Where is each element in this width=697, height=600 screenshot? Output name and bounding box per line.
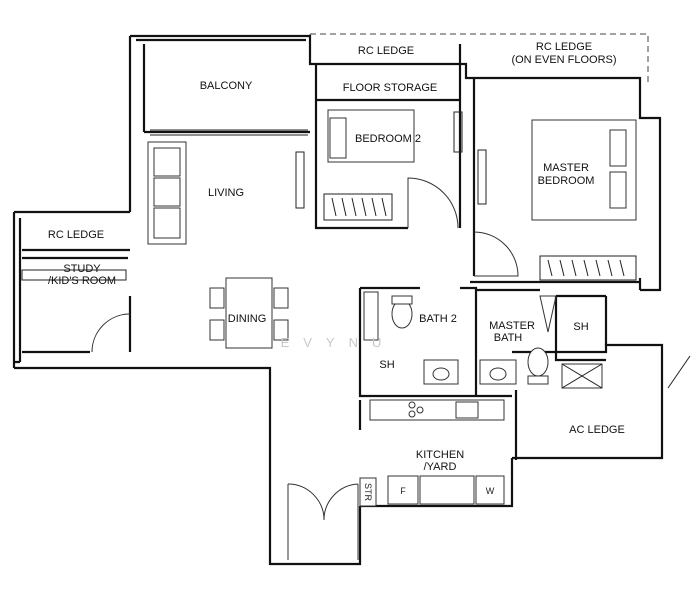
sofa-cushion	[153, 177, 181, 207]
exterior-wall-top-right	[130, 34, 662, 292]
rc-ledge-even-outline	[310, 33, 649, 86]
label-ac-ledge: AC LEDGE	[569, 424, 625, 436]
wardrobe-hangers	[331, 197, 387, 217]
fridge	[387, 475, 419, 505]
label-balcony: BALCONY	[200, 80, 253, 92]
kitchen-sink	[455, 401, 479, 419]
master-wardrobe	[539, 255, 637, 281]
store-box	[359, 477, 377, 507]
label-bath-2: BATH 2	[419, 313, 457, 325]
label-rc-ledge: RC LEDGE	[358, 45, 414, 57]
label-str: STR	[363, 483, 373, 502]
study-table	[21, 269, 127, 281]
label-bedroom-2: BEDROOM 2	[355, 133, 421, 145]
label-study: STUDY	[63, 263, 101, 275]
label-floor-storage: FLOOR STORAGE	[343, 82, 438, 94]
bedroom2-wall-top-right	[316, 44, 462, 228]
bedroom2-door	[407, 177, 459, 229]
dining-table	[225, 277, 273, 349]
label-master-bath-2: BATH	[494, 332, 523, 344]
label-rc-ledge-even: RC LEDGE	[536, 41, 592, 53]
pillow	[609, 129, 627, 167]
basin-bowl	[489, 367, 507, 381]
counter-yard	[419, 475, 475, 505]
dining-chair	[209, 287, 225, 309]
living-window	[295, 151, 305, 209]
label-washer: W	[486, 486, 495, 496]
label-kitchen: KITCHEN	[416, 449, 464, 461]
wardrobe	[323, 193, 393, 221]
toilet-tank	[391, 295, 413, 305]
label-sh-master: SH	[573, 321, 588, 333]
label-fridge: F	[400, 486, 406, 496]
pillow	[329, 117, 347, 159]
master-wardrobe-hangers	[547, 259, 625, 277]
sofa-cushion	[153, 207, 181, 239]
label-dining: DINING	[228, 313, 267, 325]
study-ledge-wall	[12, 210, 130, 368]
study-door	[91, 313, 131, 353]
vanity	[363, 291, 379, 341]
master-door	[473, 231, 519, 277]
ac-ledge-wall	[360, 343, 664, 508]
label-rc-ledge-left: RC LEDGE	[48, 229, 104, 241]
kitchen-counter	[369, 399, 505, 421]
master-bath-door	[539, 295, 557, 333]
sofa-cushion	[153, 147, 181, 177]
dining-chair	[273, 319, 289, 341]
label-master-bedroom-2: BEDROOM	[538, 175, 595, 187]
toilet-tank	[527, 375, 549, 385]
kitchen-walls	[358, 390, 518, 460]
bath-top-walls	[360, 286, 540, 396]
balcony-wall	[128, 36, 306, 212]
master-wall-left	[470, 78, 640, 284]
pillow	[609, 171, 627, 209]
master-window	[477, 149, 487, 205]
bedroom2-window	[453, 111, 463, 153]
label-kitchen-2: /YARD	[424, 461, 457, 473]
ac-ledge-pointer	[667, 355, 691, 389]
label-master-bedroom: MASTER	[543, 162, 589, 174]
bath2-walls	[358, 288, 512, 398]
balcony-glass	[150, 129, 308, 136]
entrance-door	[287, 483, 359, 521]
bedroom2-wall-left	[314, 64, 408, 230]
master-sh-walls	[554, 294, 606, 362]
label-rc-ledge-even-note: (ON EVEN FLOORS)	[511, 54, 616, 66]
label-sh-bath2: SH	[379, 359, 394, 371]
basin-bowl	[432, 367, 450, 381]
stove-burner	[408, 401, 416, 409]
master-wall-right	[604, 278, 642, 345]
dining-chair	[273, 287, 289, 309]
dining-chair	[209, 319, 225, 341]
label-master-bath: MASTER	[489, 320, 535, 332]
toilet	[527, 347, 549, 377]
label-living: LIVING	[208, 187, 244, 199]
entrance-door-leaves	[287, 484, 359, 560]
study-walls	[22, 248, 132, 354]
exterior-wall-bottom-left	[14, 366, 362, 566]
washer	[475, 475, 505, 505]
watermark: EVYNU	[281, 335, 396, 350]
label-study-2: /KID'S ROOM	[48, 275, 116, 287]
stove-burner	[416, 406, 424, 414]
shower-drain	[561, 363, 603, 389]
stove-burner	[408, 410, 416, 418]
